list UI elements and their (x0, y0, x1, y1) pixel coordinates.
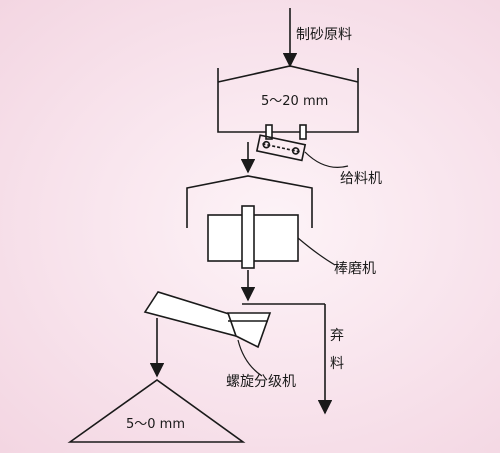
rod-mill-shaft (241, 205, 255, 269)
raw-material-label: 制砂原料 (296, 27, 352, 43)
rod-mill-hood (186, 175, 313, 228)
spiral-classifier-leader (237, 339, 263, 377)
feeder-label: 给料机 (340, 171, 382, 187)
hopper-outlet-left (265, 124, 273, 140)
rod-mill-leader (297, 237, 336, 266)
discard-label-1: 弃 (330, 328, 344, 344)
spiral-classifier-label: 螺旋分级机 (226, 374, 296, 390)
feeder-leader (304, 151, 349, 168)
hopper (217, 68, 359, 133)
hopper-size-label: 5～20 mm (261, 94, 328, 109)
spiral-classifier-trough (143, 291, 244, 337)
spiral-classifier-tank (226, 312, 272, 349)
hopper-outlet-right (299, 124, 307, 140)
rod-mill-label: 棒磨机 (334, 261, 376, 277)
product-size-label: 5～0 mm (126, 417, 185, 432)
discard-label-2: 料 (330, 356, 344, 372)
hopper-peak (217, 65, 359, 83)
product-pile (67, 379, 246, 443)
feeder-machine (255, 134, 307, 162)
